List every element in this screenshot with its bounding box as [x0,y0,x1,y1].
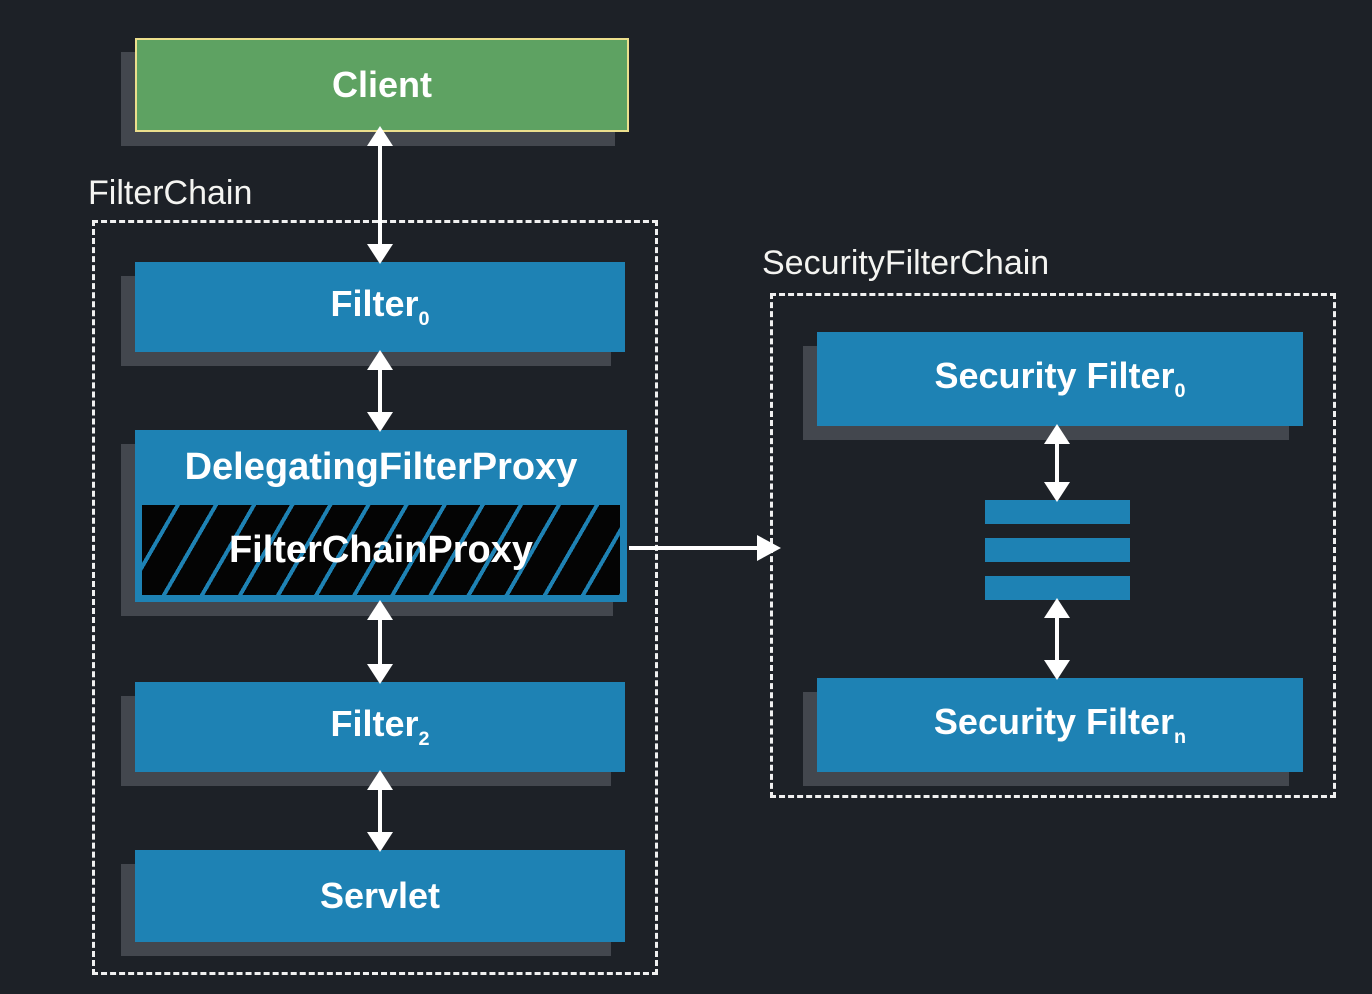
arrow-delegatingfilterproxy-filter2 [366,600,394,684]
arrowhead-down-icon [367,412,393,432]
arrowhead-up-icon [367,126,393,146]
client-label: Client [331,64,432,105]
servlet-label: Servlet [319,875,441,916]
securityfilterchain-label: SecurityFilterChain [762,244,1050,282]
security-filter-n-box: Security Filtern [817,678,1303,772]
filter-chain-proxy-box: FilterChainProxy [142,505,620,595]
arrow-ellipsis-securityfiltern [1043,598,1071,680]
arrowhead-up-icon [1044,598,1070,618]
security-filter-0-label: Security Filter0 [934,355,1186,402]
delegating-filter-proxy-label: DelegatingFilterProxy [184,446,578,488]
filter-chain-proxy-label: FilterChainProxy [228,528,534,571]
arrowhead-down-icon [1044,660,1070,680]
arrowhead-down-icon [367,832,393,852]
filter-ellipsis [985,500,1130,600]
arrowhead-down-icon [367,244,393,264]
client-box: Client [135,38,629,132]
arrowhead-down-icon [367,664,393,684]
ellipsis-bar [985,576,1130,600]
ellipsis-bar [985,538,1130,562]
filter0-label: Filter0 [330,283,430,330]
arrow-filterchainproxy-securityfilterchain [629,534,781,562]
filterchain-label: FilterChain [88,174,253,212]
servlet-box: Servlet [135,850,625,942]
filter2-box: Filter2 [135,682,625,772]
arrow-filter2-servlet [366,770,394,852]
filter2-label: Filter2 [330,703,430,750]
arrowhead-up-icon [1044,424,1070,444]
arrow-securityfilter0-ellipsis [1043,424,1071,502]
arrowhead-up-icon [367,600,393,620]
arrowhead-down-icon [1044,482,1070,502]
arrowhead-up-icon [367,770,393,790]
security-filter-0-box: Security Filter0 [817,332,1303,426]
filter0-box: Filter0 [135,262,625,352]
ellipsis-bar [985,500,1130,524]
delegating-filter-proxy-box: DelegatingFilterProxy FilterChainProxy [135,430,627,602]
arrowhead-right-icon [757,535,781,561]
arrowhead-up-icon [367,350,393,370]
filterchain-container [92,220,658,975]
arrow-client-filter0 [366,126,394,264]
security-filter-n-label: Security Filtern [933,701,1187,748]
arrow-filter0-delegatingfilterproxy [366,350,394,432]
